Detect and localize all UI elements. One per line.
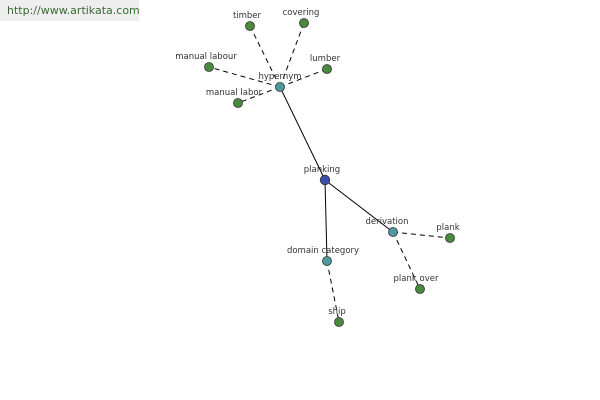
node-hypernym[interactable]: hypernym: [258, 72, 302, 92]
node-derivation-label: derivation: [365, 217, 408, 227]
node-plank-label: plank: [436, 223, 459, 233]
edge-hypernym-manual-labor: [237, 86, 281, 104]
edge-planking-derivation: [324, 179, 394, 233]
node-plank-over-label: plank over: [394, 274, 439, 284]
node-manual-labor-circle[interactable]: [233, 98, 243, 108]
edge-hypernym-timber: [249, 25, 281, 88]
node-ship[interactable]: ship: [328, 307, 346, 327]
edge-domain-category-ship: [326, 260, 340, 323]
node-manual-labour-circle[interactable]: [204, 62, 214, 72]
node-lumber-circle[interactable]: [322, 64, 332, 74]
node-covering-label: covering: [283, 8, 320, 18]
node-hypernym-label: hypernym: [258, 72, 301, 82]
node-covering[interactable]: covering: [283, 8, 320, 28]
node-covering-circle[interactable]: [299, 18, 309, 28]
node-domain-category[interactable]: domain category: [287, 246, 359, 266]
node-plank-over[interactable]: plank over: [394, 274, 439, 294]
node-derivation-circle[interactable]: [388, 227, 398, 237]
node-timber-label: timber: [233, 11, 262, 21]
node-manual-labour[interactable]: manual labour: [175, 52, 237, 72]
node-ship-label: ship: [328, 307, 346, 317]
edge-planking-domain-category: [324, 179, 328, 262]
node-planking-label: planking: [304, 165, 340, 175]
node-planking-circle[interactable]: [319, 174, 331, 186]
node-hypernym-circle[interactable]: [275, 82, 285, 92]
node-ship-circle[interactable]: [334, 317, 344, 327]
node-lumber-label: lumber: [310, 54, 341, 64]
edge-hypernym-manual-labour: [208, 66, 281, 88]
watermark-url: http://www.artikata.com: [0, 0, 140, 21]
node-timber[interactable]: timber: [233, 11, 262, 31]
edge-planking-hypernym: [279, 86, 326, 181]
node-manual-labor-label: manual labor: [206, 88, 263, 98]
node-plank[interactable]: plank: [436, 223, 460, 243]
node-timber-circle[interactable]: [245, 21, 255, 31]
edge-derivation-plank-over: [392, 231, 421, 290]
node-lumber[interactable]: lumber: [310, 54, 341, 74]
node-derivation[interactable]: derivation: [365, 217, 409, 237]
edge-derivation-plank: [392, 231, 451, 239]
edge-hypernym-covering: [279, 22, 305, 88]
node-manual-labor[interactable]: manual labor: [206, 88, 263, 108]
node-manual-labour-label: manual labour: [175, 52, 237, 62]
node-domain-category-circle[interactable]: [322, 256, 332, 266]
node-plank-over-circle[interactable]: [415, 284, 425, 294]
node-planking[interactable]: planking: [304, 165, 340, 186]
node-plank-circle[interactable]: [445, 233, 455, 243]
node-domain-category-label: domain category: [287, 246, 359, 256]
